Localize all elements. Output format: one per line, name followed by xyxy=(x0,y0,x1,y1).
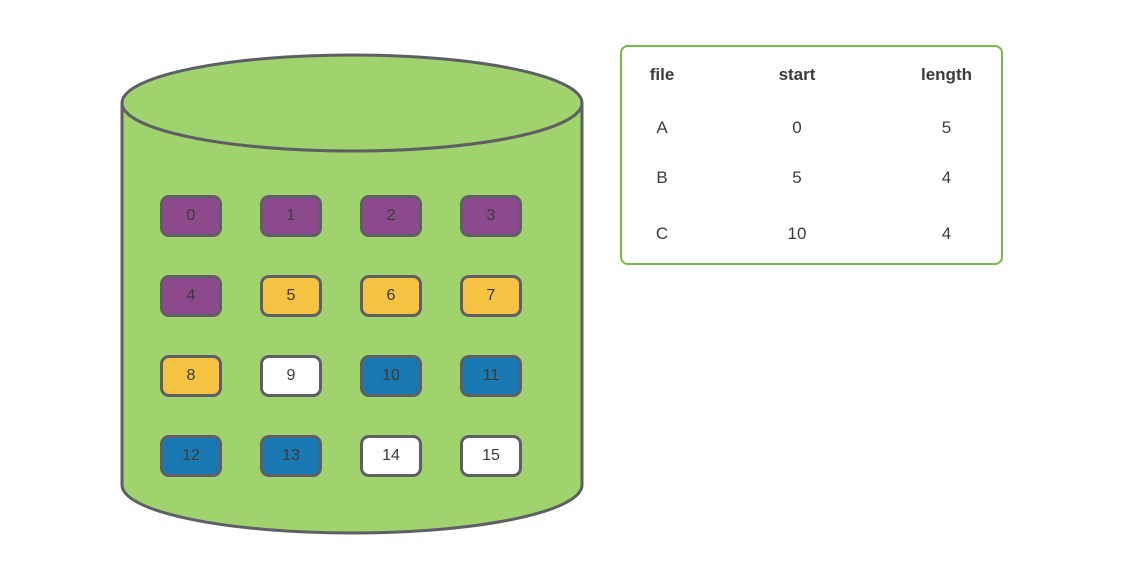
cell-length: 4 xyxy=(941,168,952,187)
disk-block: 5 xyxy=(260,275,322,317)
disk-block-label: 10 xyxy=(382,367,400,384)
cell-file: C xyxy=(655,224,669,243)
disk-block: 11 xyxy=(460,355,522,397)
disk-block-label: 5 xyxy=(286,287,296,304)
disk-block: 15 xyxy=(460,435,522,477)
disk-block: 3 xyxy=(460,195,522,237)
disk-blocks-grid: 0 1 2 3 4 5 6 7 8 9 10 11 12 13 14 xyxy=(160,195,522,477)
table-body: A 0 5 B 5 4 C 10 4 xyxy=(622,103,1001,263)
disk-block-label: 6 xyxy=(386,287,396,304)
disk-block-label: 9 xyxy=(286,367,296,384)
disk-block: 10 xyxy=(360,355,422,397)
disk-block: 6 xyxy=(360,275,422,317)
disk-block: 9 xyxy=(260,355,322,397)
disk-block: 14 xyxy=(360,435,422,477)
disk-block-label: 13 xyxy=(282,447,300,464)
disk-block: 7 xyxy=(460,275,522,317)
disk-block-label: 0 xyxy=(186,207,196,224)
cell-start: 0 xyxy=(792,118,802,137)
disk-block-label: 7 xyxy=(486,287,496,304)
disk-block-label: 14 xyxy=(382,447,400,464)
cylinder-top-face xyxy=(120,53,584,153)
cell-file: B xyxy=(656,168,668,187)
cell-length: 4 xyxy=(941,224,952,243)
cell-start: 10 xyxy=(787,224,807,243)
disk-block: 8 xyxy=(160,355,222,397)
cell-start: 5 xyxy=(792,168,802,187)
disk-cylinder: 0 1 2 3 4 5 6 7 8 9 10 11 12 13 14 xyxy=(119,53,585,539)
cell-file: A xyxy=(656,118,668,137)
disk-block-label: 4 xyxy=(186,287,196,304)
disk-block-label: 3 xyxy=(486,207,496,224)
disk-block-label: 1 xyxy=(286,207,296,224)
disk-block-label: 12 xyxy=(182,447,200,464)
table-row: B 5 4 xyxy=(622,153,1001,203)
header-length: length xyxy=(921,65,972,84)
disk-block: 12 xyxy=(160,435,222,477)
disk-block: 4 xyxy=(160,275,222,317)
disk-block-label: 8 xyxy=(186,367,196,384)
disk-block: 1 xyxy=(260,195,322,237)
disk-block-label: 2 xyxy=(386,207,396,224)
disk-block: 2 xyxy=(360,195,422,237)
disk-block-label: 15 xyxy=(482,447,500,464)
cell-length: 5 xyxy=(941,118,952,137)
header-start: start xyxy=(778,65,816,84)
table-row: A 0 5 xyxy=(622,103,1001,153)
disk-block: 13 xyxy=(260,435,322,477)
file-allocation-table: file start length A 0 5 B 5 4 C 10 4 xyxy=(620,45,1003,265)
table-row: C 10 4 xyxy=(622,203,1001,263)
header-file: file xyxy=(649,65,675,84)
disk-block-label: 11 xyxy=(482,367,500,384)
table-header-row: file start length xyxy=(622,47,1001,103)
disk-block: 0 xyxy=(160,195,222,237)
